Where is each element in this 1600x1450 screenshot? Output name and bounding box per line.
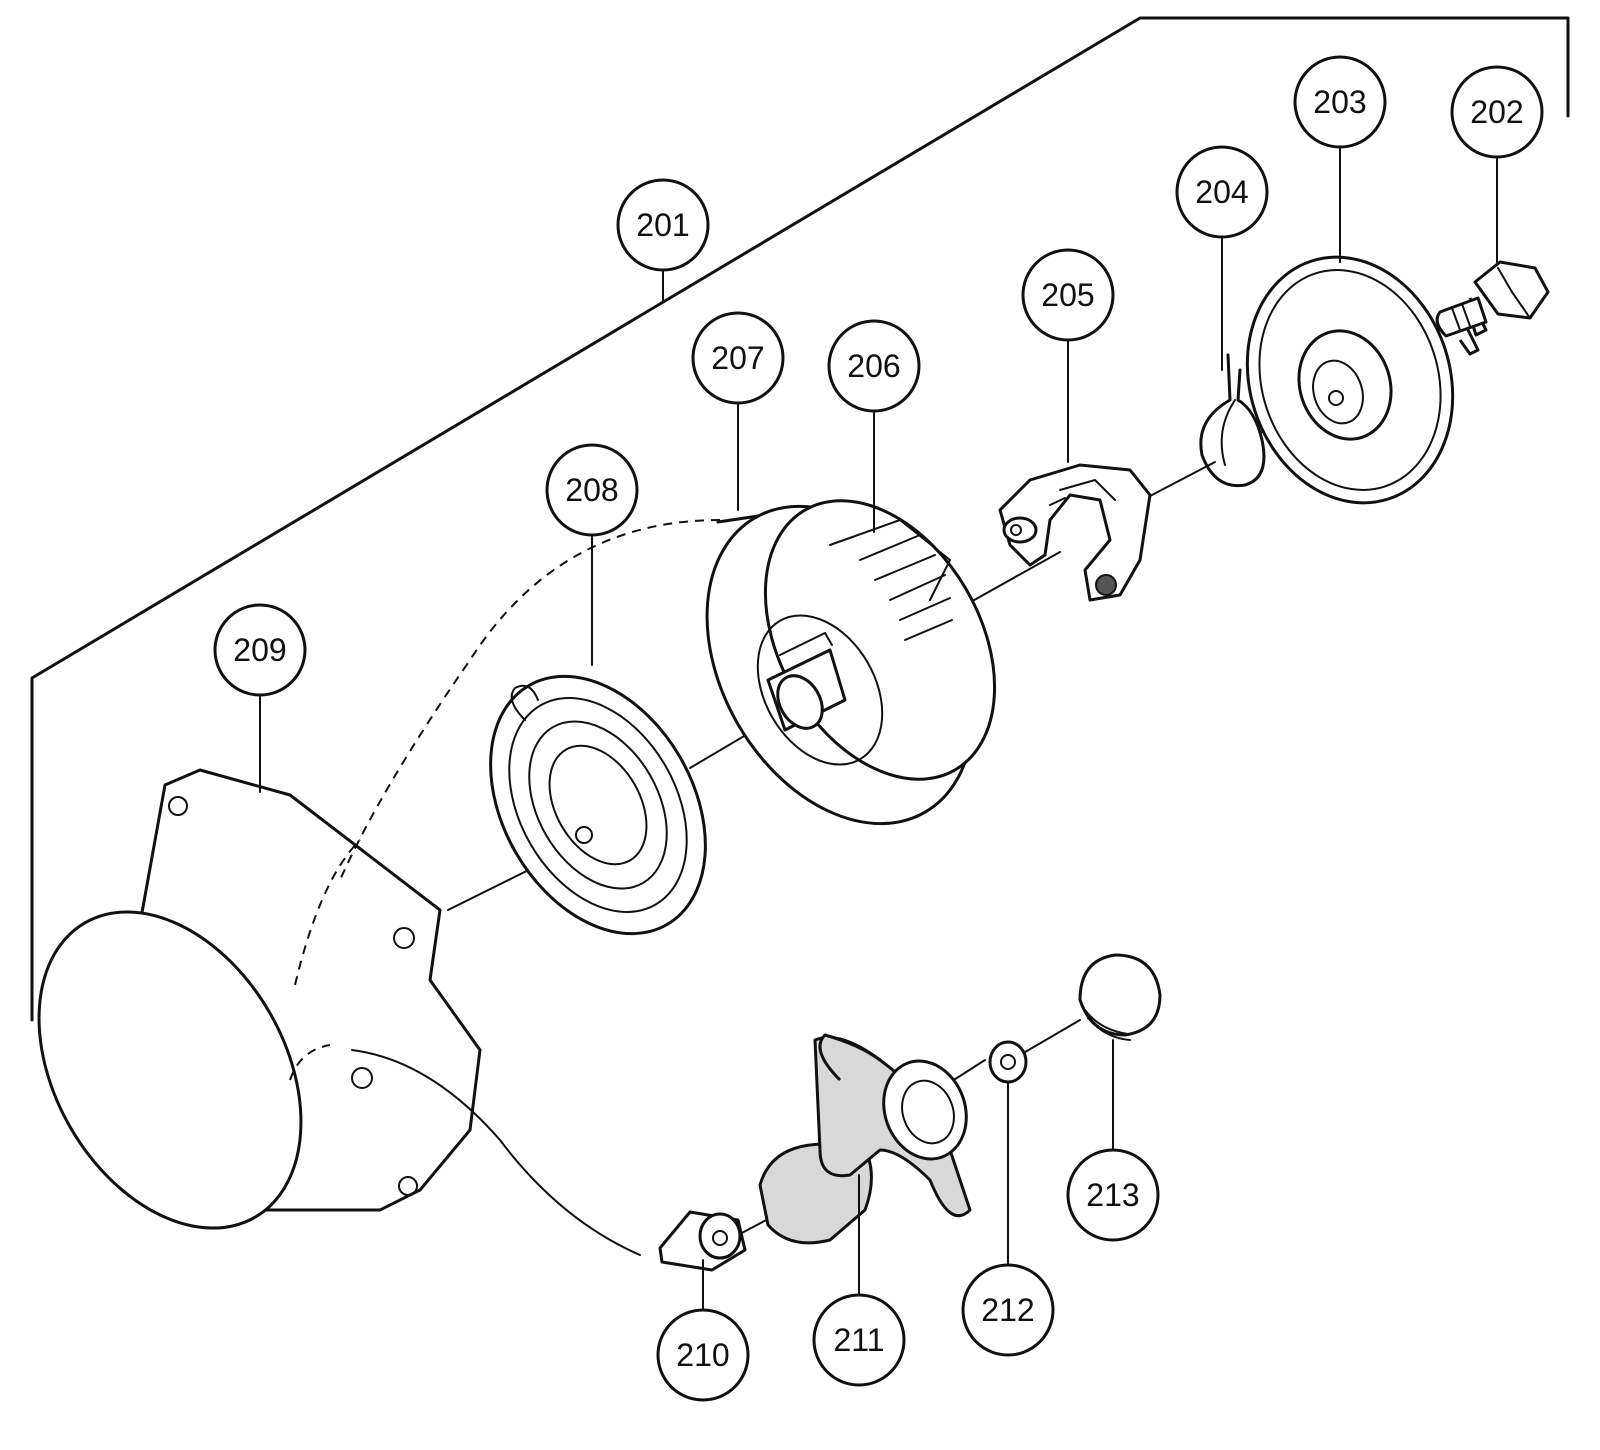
callout-201: 201 [616, 178, 710, 272]
assembly-bracket [30, 16, 1570, 1022]
callout-208-label: 208 [565, 472, 618, 508]
leader-lines [259, 147, 1498, 1311]
callout-210-label: 210 [676, 1337, 729, 1373]
callout-211: 211 [812, 1293, 906, 1387]
callout-207: 207 [691, 311, 785, 405]
cover-plate-203 [1245, 255, 1455, 505]
bolt-202 [1435, 260, 1550, 356]
callout-202-label: 202 [1470, 94, 1523, 130]
rope-pin-210 [658, 1210, 747, 1272]
recoil-spring-208 [489, 674, 707, 936]
callout-212-label: 212 [981, 1292, 1034, 1328]
callout-208: 208 [545, 443, 639, 537]
callout-206-label: 206 [847, 348, 900, 384]
callout-210: 210 [656, 1308, 750, 1402]
callout-202: 202 [1450, 65, 1544, 159]
callout-204: 204 [1175, 145, 1269, 239]
callout-209: 209 [213, 603, 307, 697]
washer-212 [988, 1040, 1028, 1084]
callout-207-label: 207 [711, 340, 764, 376]
callout-201-label: 201 [636, 207, 689, 243]
callout-213-label: 213 [1086, 1177, 1139, 1213]
callout-204-label: 204 [1195, 174, 1248, 210]
callout-203: 203 [1293, 55, 1387, 149]
callout-205-label: 205 [1041, 277, 1094, 313]
callout-203-label: 203 [1313, 84, 1366, 120]
spring-clip-204 [1199, 353, 1266, 488]
rope-pulley-206 [705, 499, 997, 826]
starter-handle-211 [758, 1033, 972, 1245]
callout-212: 212 [961, 1263, 1055, 1357]
callout-205: 205 [1021, 248, 1115, 342]
ratchet-guide-205 [998, 463, 1152, 602]
callout-211-label: 211 [833, 1322, 884, 1358]
callout-209-label: 209 [233, 632, 286, 668]
starter-case-209 [37, 768, 482, 1230]
callout-206: 206 [827, 319, 921, 413]
handle-cap-213 [1078, 953, 1162, 1041]
callout-213: 213 [1066, 1148, 1160, 1242]
